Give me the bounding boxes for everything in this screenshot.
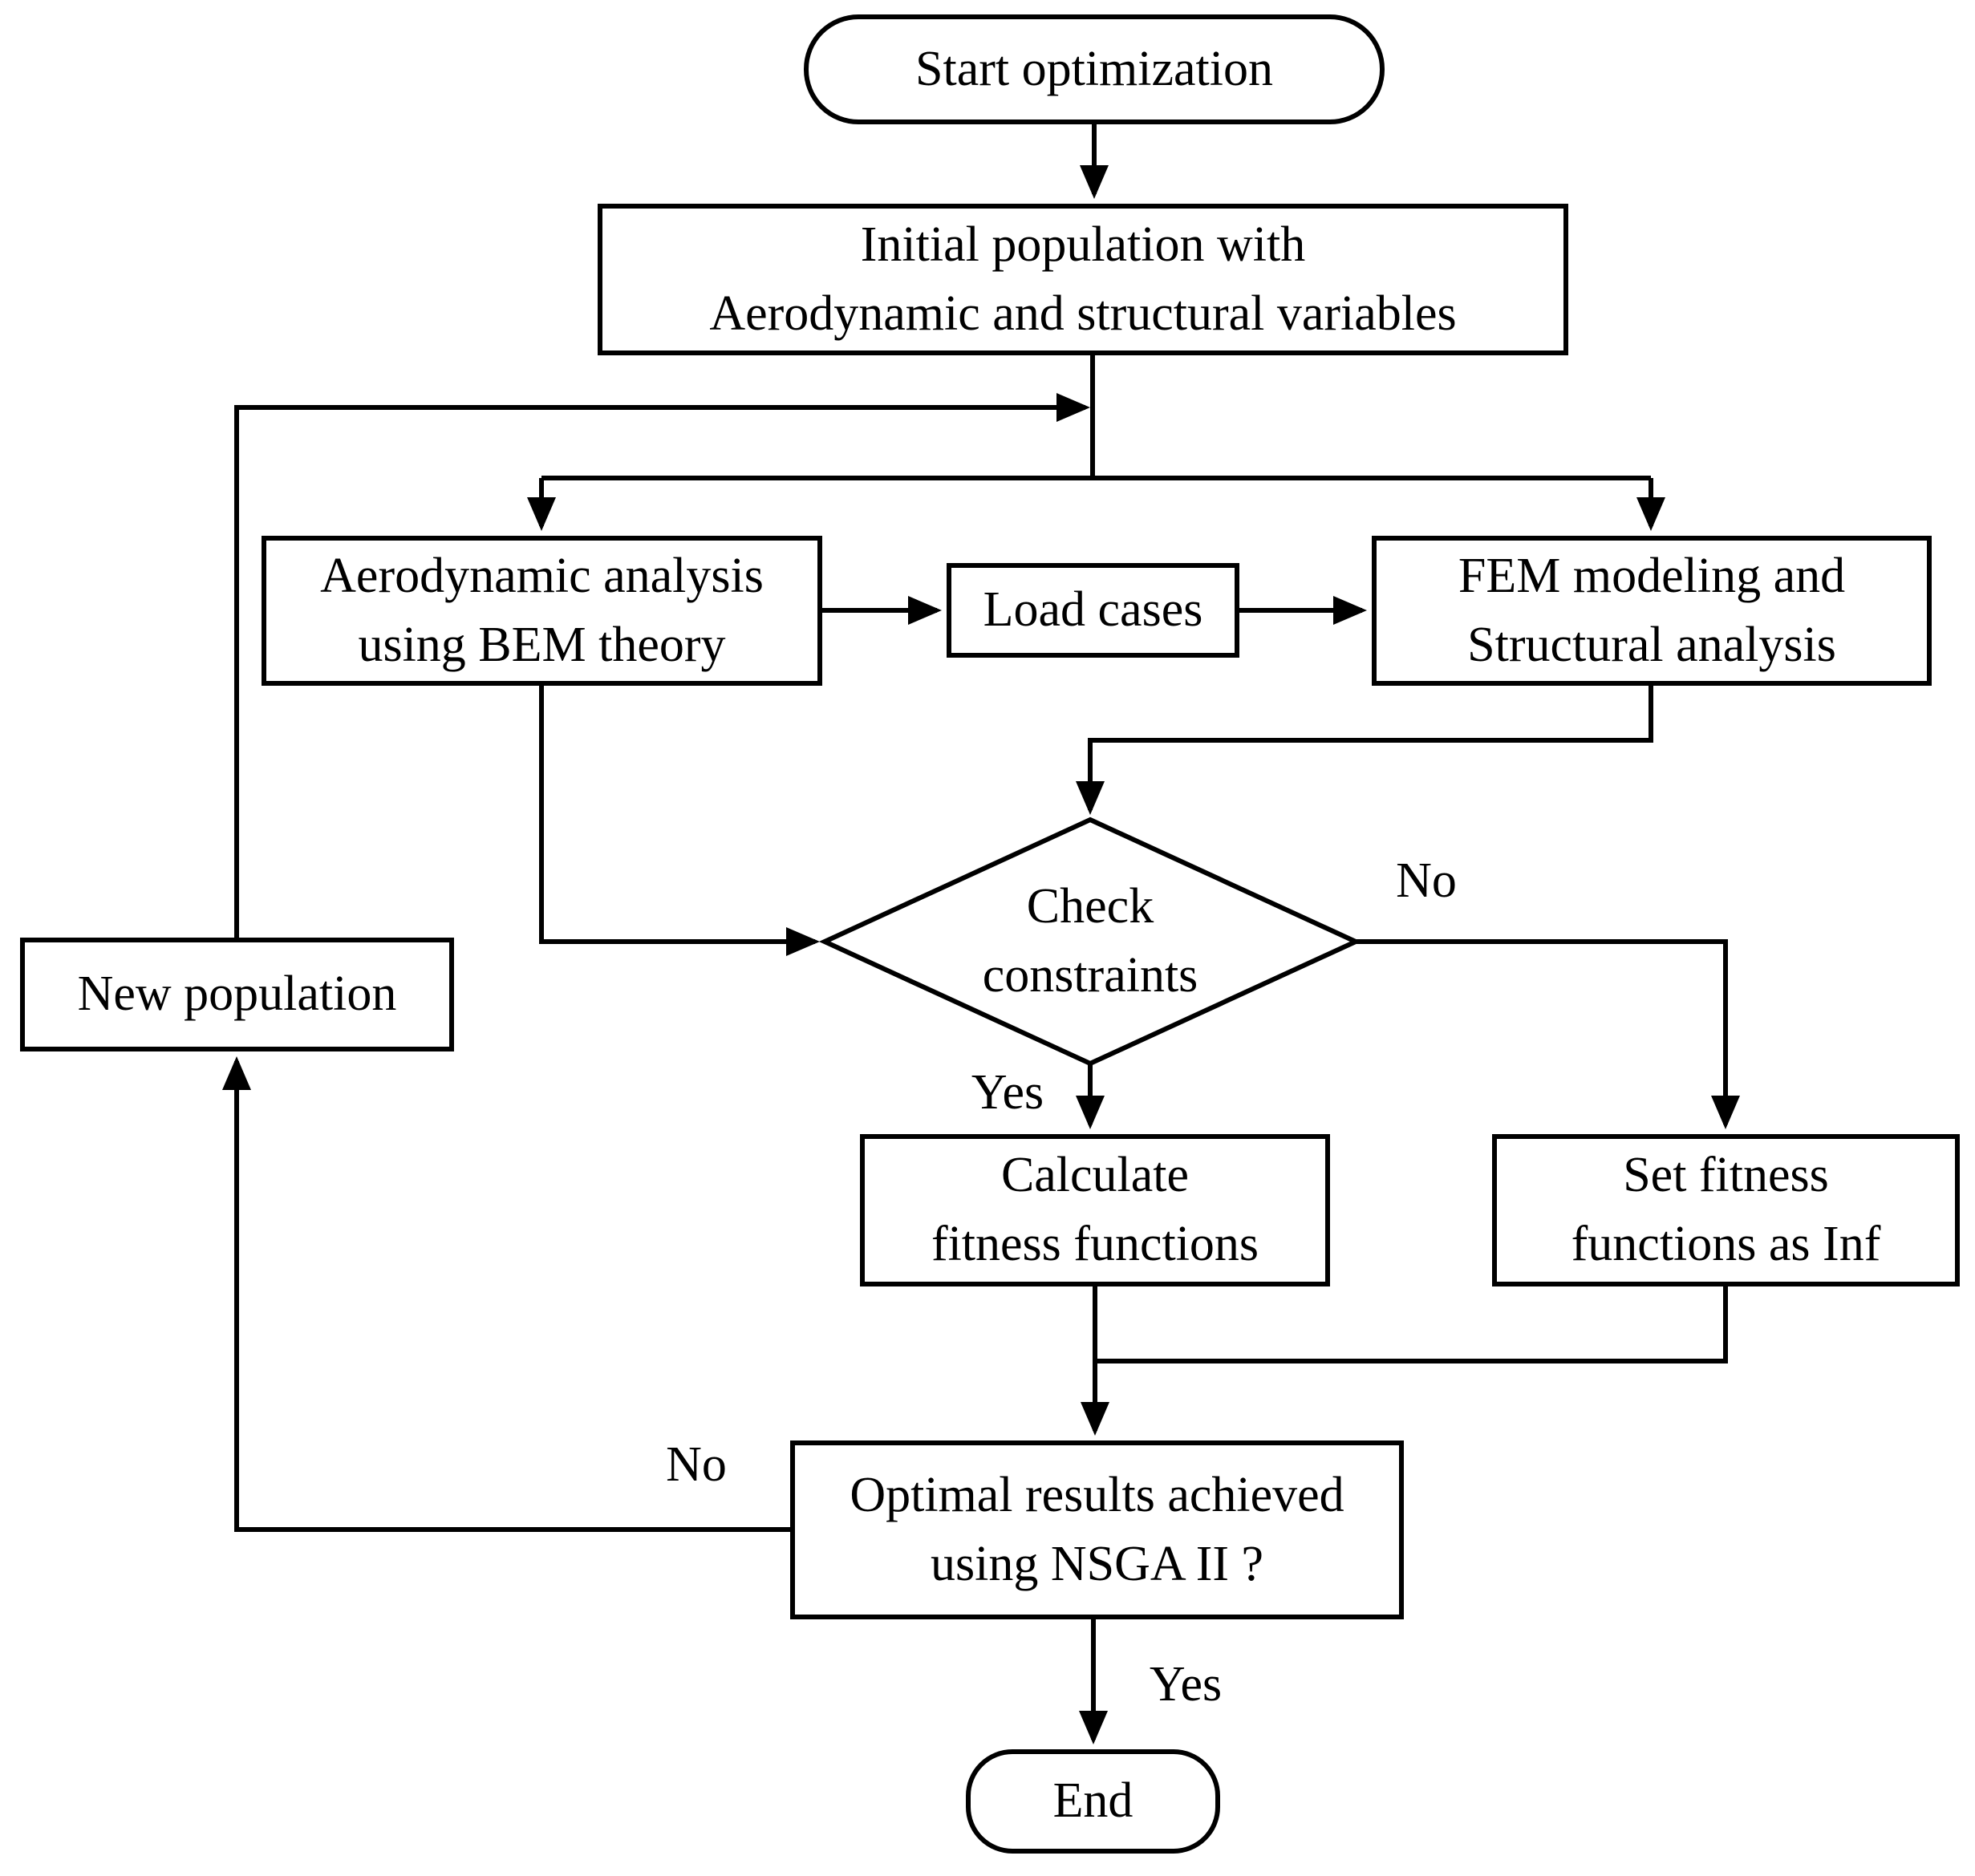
node-optimal-results-line1: Optimal results achieved [850,1467,1344,1522]
edge-check-no-to-setinf [1356,939,1740,1129]
node-set-fitness-inf-line1: Set fitness [1623,1148,1829,1203]
edge-newpopulation-feedback [234,393,1090,938]
node-initial-population-line2: Aerodynamic and structural variables [709,286,1457,341]
node-fem-modeling-line2: Structural analysis [1467,617,1836,672]
node-calculate-fitness-line1: Calculate [1000,1148,1190,1203]
node-check-constraints-line2: constraints [982,948,1198,1003]
node-load-cases: Load cases [947,563,1239,658]
node-start-optimization-label: Start optimization [915,41,1273,96]
node-initial-population: Initial population with Aerodynamic and … [598,204,1568,355]
edge-optimal-no-to-newpopulation [222,1056,790,1532]
edge-aerodynamic-to-check [539,686,820,956]
node-check-constraints-line1: Check [1026,879,1154,934]
node-aerodynamic-analysis-line2: using BEM theory [358,617,726,672]
node-optimal-results: Optimal results achieved using NSGA II ? [790,1440,1404,1619]
node-set-fitness-inf-line2: functions as Inf [1571,1217,1881,1271]
edge-label-optimal-no: No [666,1437,727,1492]
node-end: End [966,1749,1220,1854]
edge-fem-to-check [1076,686,1653,815]
edge-setinf-to-merge [1095,1286,1728,1363]
node-fem-modeling-line1: FEM modeling and [1458,548,1846,603]
node-check-constraints: Check constraints [825,820,1356,1064]
node-end-label: End [1052,1773,1133,1829]
edge-label-constraints-yes: Yes [971,1065,1044,1120]
edge-label-optimal-yes: Yes [1149,1657,1223,1712]
edge-label-constraints-no: No [1396,853,1457,908]
node-load-cases-label: Load cases [983,582,1203,638]
node-start-optimization: Start optimization [804,14,1385,124]
node-set-fitness-inf: Set fitness functions as Inf [1492,1134,1960,1286]
node-new-population: New population [20,938,454,1051]
node-calculate-fitness-line2: fitness functions [931,1217,1259,1271]
node-calculate-fitness: Calculate fitness functions [860,1134,1330,1286]
node-optimal-results-line2: using NSGA II ? [930,1536,1264,1591]
node-aerodynamic-analysis: Aerodynamic analysis using BEM theory [262,536,822,686]
node-fem-modeling: FEM modeling and Structural analysis [1372,536,1932,686]
node-aerodynamic-analysis-line1: Aerodynamic analysis [320,548,764,603]
node-new-population-label: New population [77,966,397,1022]
node-initial-population-line1: Initial population with [860,217,1306,272]
